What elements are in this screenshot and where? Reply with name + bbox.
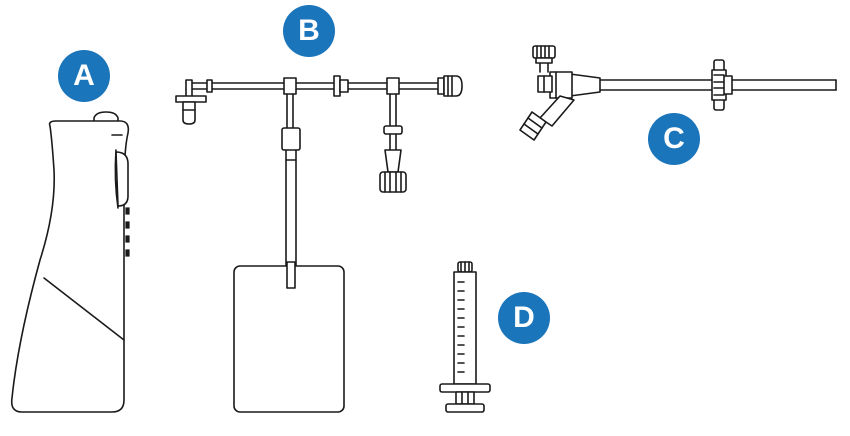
handheld-unit [10, 111, 130, 413]
catheter-assembly [519, 45, 837, 141]
tubing-set-with-bag [175, 75, 463, 413]
label-c: C [663, 122, 685, 155]
syringe [439, 261, 491, 413]
label-b: B [298, 14, 320, 47]
label-badge-c: C [648, 113, 700, 165]
label-badge-d: D [498, 292, 550, 344]
label-badge-a: A [58, 50, 110, 102]
label-badge-b: B [283, 5, 335, 57]
label-d: D [513, 301, 535, 334]
label-a: A [73, 59, 95, 92]
